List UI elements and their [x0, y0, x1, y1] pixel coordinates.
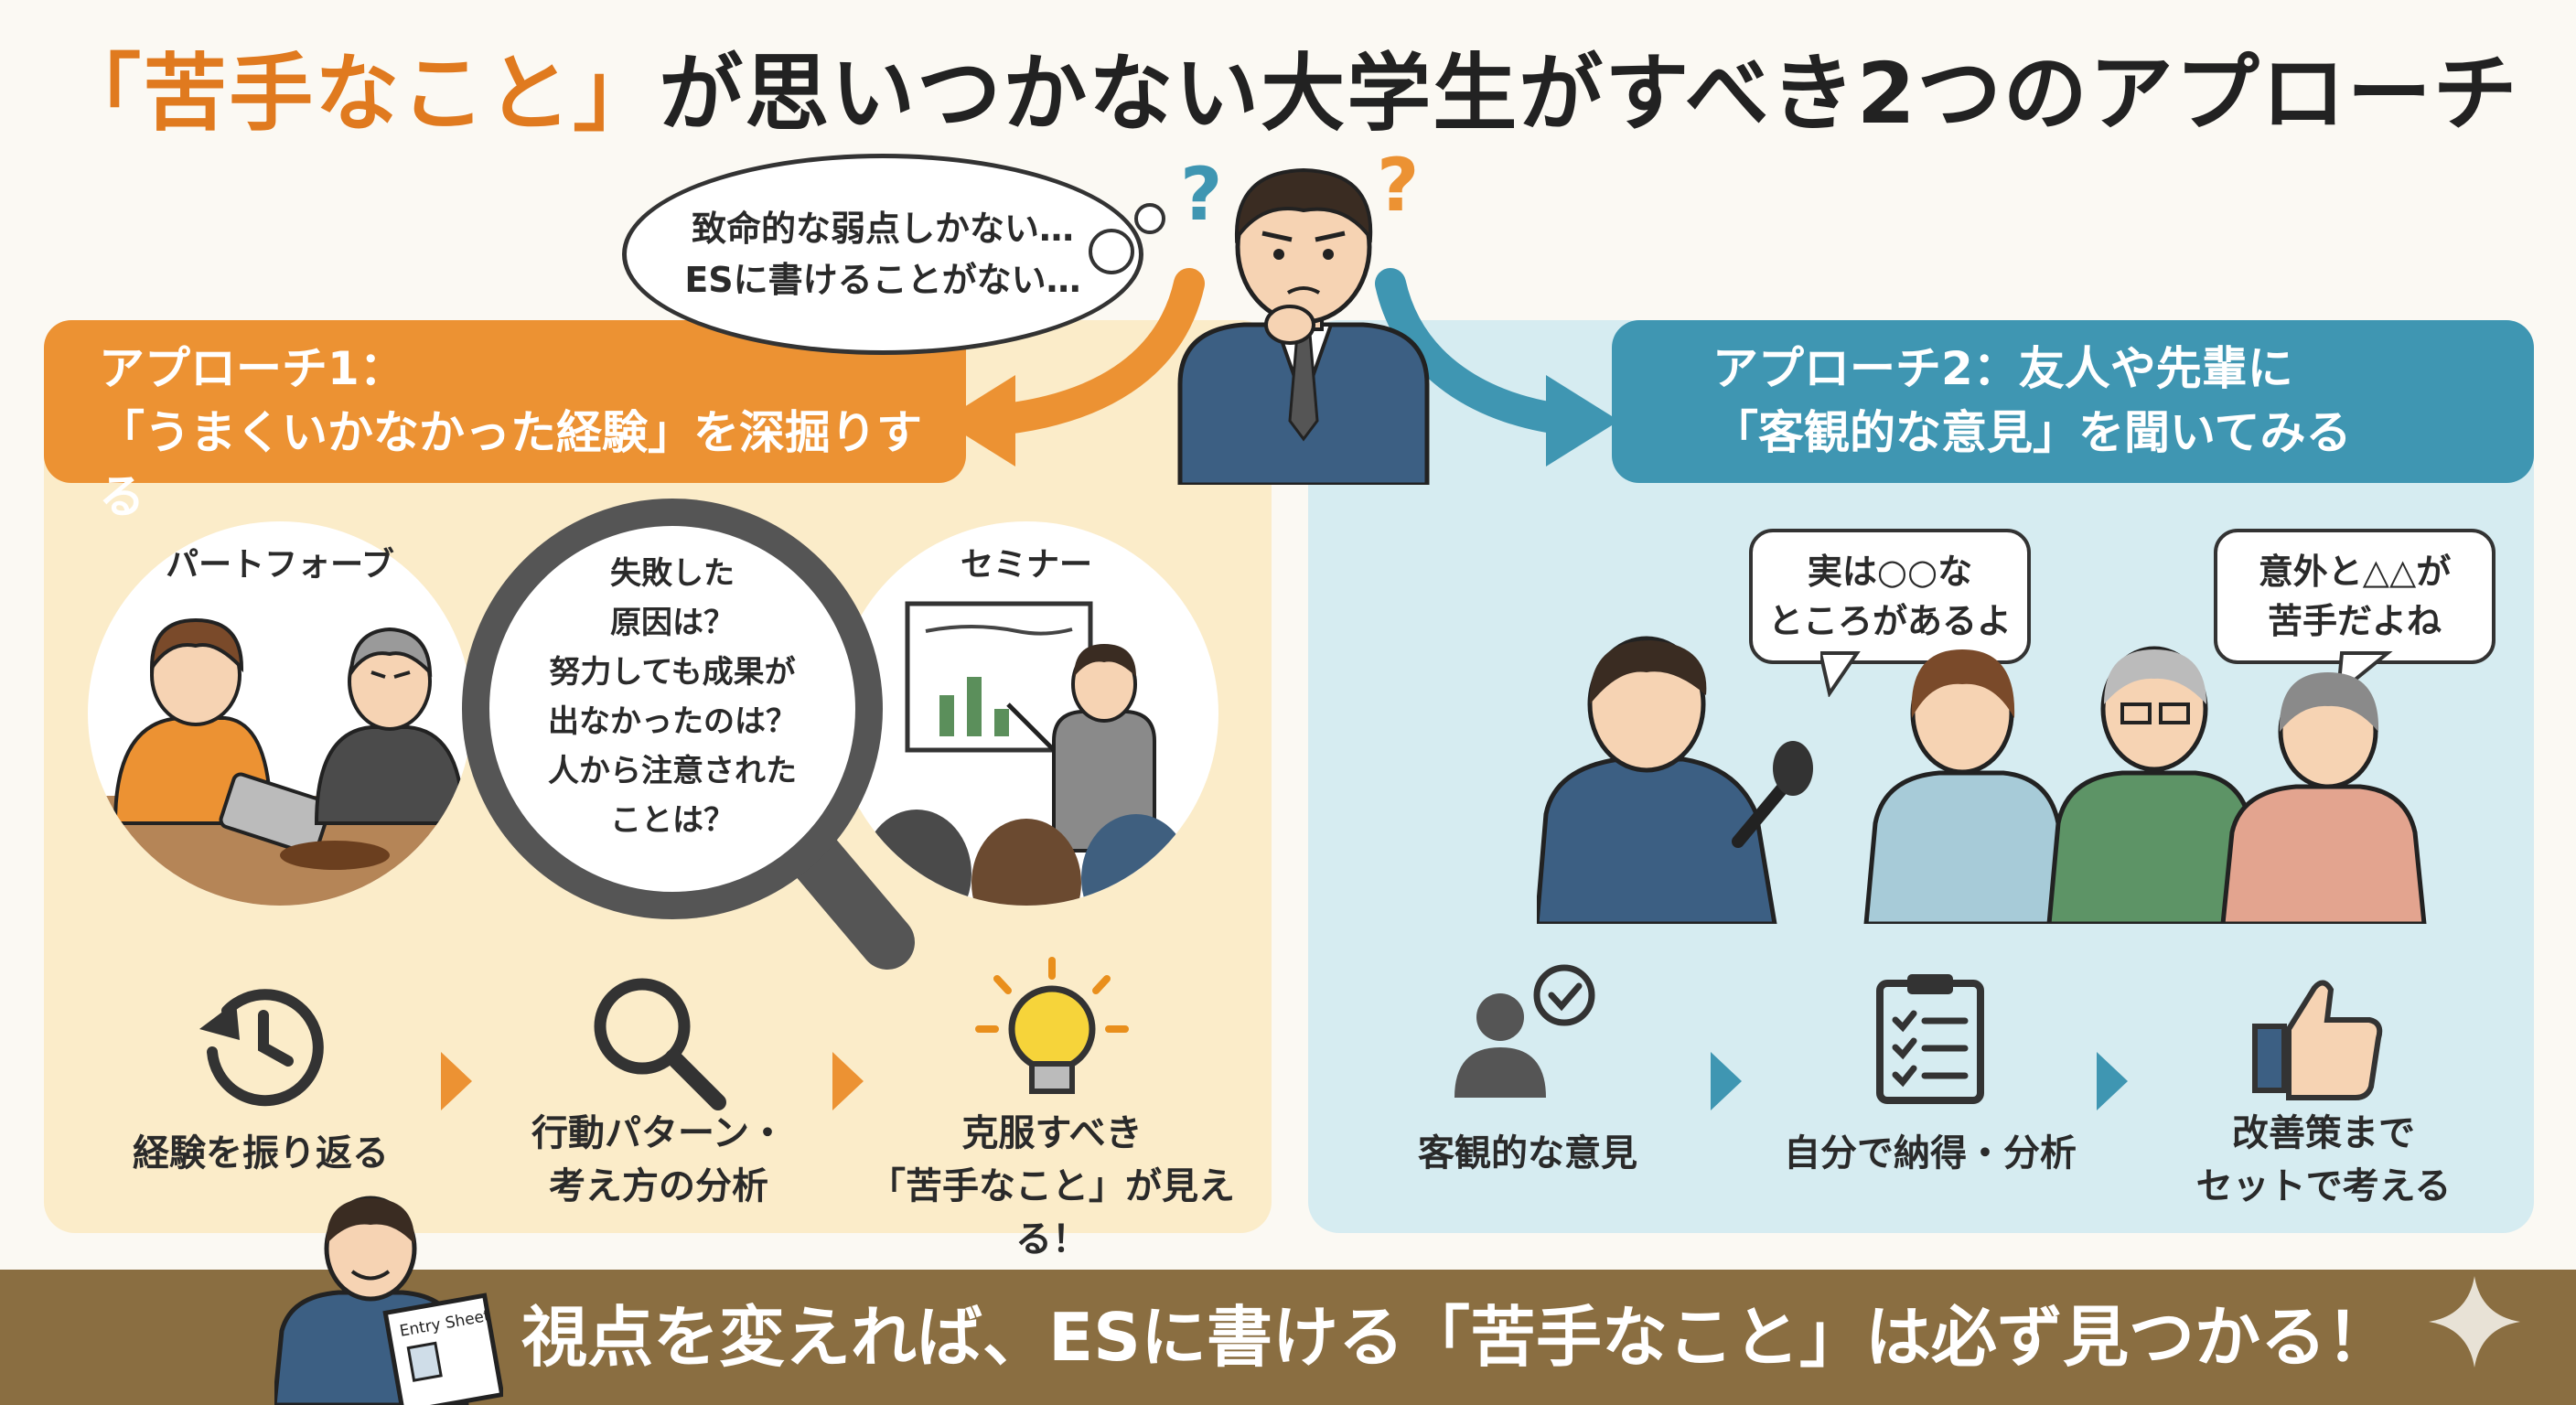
banner-message: 視点を変えれば、ESに書ける「苦手なこと」は必ず見つかる！	[521, 1299, 2393, 1376]
step-label-analyze-self: 自分で納得・分析	[1738, 1127, 2122, 1180]
step-line: セットで考える	[2195, 1165, 2452, 1207]
speech-line: 実は○○な	[1807, 552, 1973, 592]
magnifying-glass-icon	[462, 499, 915, 970]
step-label-discover: 克服すべき 「苦手なこと」が見える！	[842, 1107, 1262, 1266]
clipboard-checklist-icon	[1876, 974, 1984, 1104]
thought-bubble: 致命的な弱点しかない… ESに書けることがない…	[622, 154, 1143, 355]
approach2-heading-line2: 「客観的な意見」を聞いてみる	[1712, 406, 2352, 459]
step-label-opinion: 客観的な意見	[1354, 1127, 1701, 1180]
step-label-reflect: 経験を振り返る	[82, 1127, 439, 1180]
speech-tail	[1820, 651, 1861, 697]
flow-arrow-icon	[441, 1052, 472, 1110]
speech-line: 意外と△△が	[2258, 552, 2452, 592]
history-clock-icon	[199, 989, 324, 1107]
confused-student-illustration: ? ?	[1177, 146, 1430, 485]
thumbs-up-icon	[2252, 980, 2383, 1100]
sparkle-icon	[2429, 1276, 2520, 1367]
thought-dot	[1089, 229, 1134, 274]
step-line: 改善策まで	[2232, 1112, 2415, 1154]
step-line: 克服すべき	[961, 1112, 1143, 1154]
lens-line: ことは？	[610, 802, 735, 839]
page-title: 「苦手なこと」が思いつかない大学生がすべき2つのアプローチ	[0, 26, 2576, 147]
approach1-heading: アプローチ1： 「うまくいかなかった経験」を深掘りする	[44, 320, 966, 523]
interview-scene-illustration	[1537, 636, 2427, 924]
flow-arrow-icon	[1711, 1052, 1742, 1110]
approach2-heading: アプローチ2：友人や先輩に 「客観的な意見」を聞いてみる	[1612, 320, 2534, 483]
step-label-improve: 改善策まで セットで考える	[2141, 1107, 2506, 1213]
magnifier-icon	[594, 978, 726, 1110]
step-line: 経験を振り返る	[133, 1132, 389, 1174]
arrow-right-icon	[1375, 268, 1619, 467]
thought-line2: ESに書けることがない…	[684, 260, 1081, 300]
title-accent: 「苦手なこと」	[57, 45, 660, 143]
speech-bubble-friend: 実は○○な ところがあるよ	[1749, 529, 2031, 664]
step-line: 「苦手なこと」が見える！	[869, 1165, 1235, 1260]
approach1-heading-line2: 「うまくいかなかった経験」を深掘りする	[99, 406, 922, 523]
thought-line1: 致命的な弱点しかない…	[691, 209, 1074, 249]
lens-line: 努力しても成果が	[549, 654, 796, 691]
lens-line: 原因は？	[610, 605, 735, 641]
lens-questions: 失敗した 原因は？ 努力しても成果が 出なかったのは？ 人から注意された ことは…	[471, 549, 874, 845]
flow-arrow-icon	[2097, 1052, 2128, 1110]
step-line: 自分で納得・分析	[1784, 1132, 2077, 1174]
speech-line: ところがあるよ	[1767, 601, 2012, 641]
lens-line: 出なかったのは？	[548, 703, 797, 740]
student-entry-sheet-illustration: Entry Sheet	[274, 1196, 503, 1405]
svg-text:?: ?	[1180, 152, 1222, 237]
arrow-left-icon	[942, 268, 1205, 467]
person-check-icon	[1454, 964, 1595, 1098]
step-line: 行動パターン・	[531, 1112, 786, 1154]
step-label-analyze: 行動パターン・ 考え方の分析	[476, 1107, 842, 1213]
svg-text:?: ?	[1377, 146, 1419, 228]
seminar-label: セミナー	[960, 546, 1092, 584]
approach2-heading-line1: アプローチ2：友人や先輩に	[1712, 342, 2293, 395]
step-line: 考え方の分析	[549, 1165, 768, 1207]
lightbulb-icon	[975, 957, 1129, 1094]
speech-line: 苦手だよね	[2267, 601, 2442, 641]
thought-dot	[1134, 203, 1165, 234]
flow-arrow-icon	[832, 1052, 864, 1110]
lens-line: 失敗した	[610, 555, 735, 592]
title-rest: が思いつかない大学生がすべき2つのアプローチ	[659, 45, 2519, 143]
step-line: 客観的な意見	[1418, 1132, 1637, 1174]
parttime-label: パートフォーブ	[166, 546, 394, 584]
lens-line: 人から注意された	[548, 753, 797, 789]
approach1-heading-line1: アプローチ1：	[99, 342, 405, 395]
